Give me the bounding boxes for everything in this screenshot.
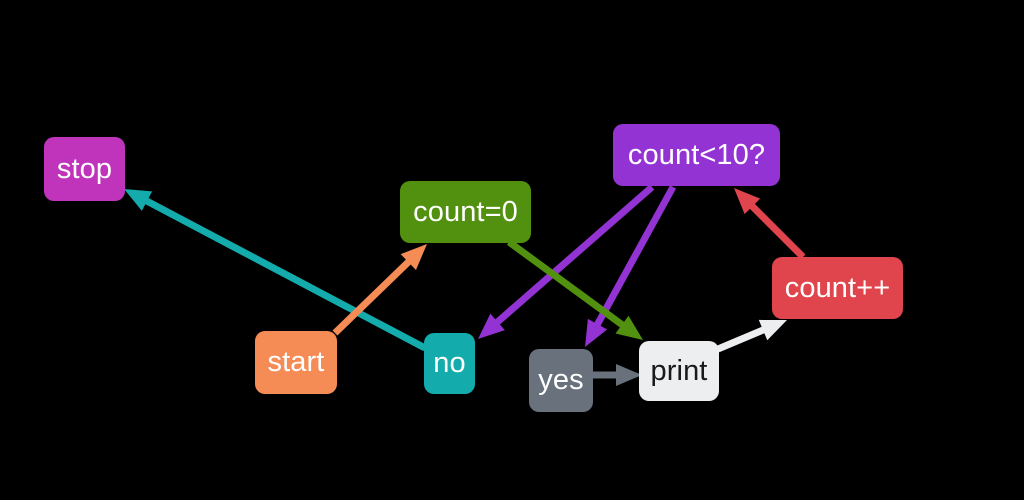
arrowhead-icon [585, 318, 608, 347]
arrowhead-icon [478, 313, 505, 339]
edge-print-to-countpp [716, 319, 787, 353]
edge-countlt10-to-no [478, 184, 655, 339]
node-countlt10[interactable]: count<10? [613, 124, 780, 186]
edge-shaft [140, 195, 427, 352]
node-print[interactable]: print [639, 341, 719, 401]
node-label: count<10? [627, 138, 766, 171]
arrowhead-icon [615, 315, 643, 340]
edge-count0-to-print [506, 239, 643, 340]
edge-no-to-stop [124, 189, 427, 352]
node-count0[interactable]: count=0 [400, 181, 531, 243]
edge-yes-to-print [592, 364, 642, 386]
node-label: yes [538, 364, 584, 396]
edge-shaft [745, 199, 806, 260]
node-label: print [650, 354, 708, 387]
node-label: count=0 [413, 195, 518, 228]
edge-start-to-count0 [332, 244, 427, 336]
edge-shaft [716, 324, 770, 353]
edge-countpp-to-countlt10 [734, 188, 806, 260]
arrowhead-icon [758, 319, 787, 341]
node-yes[interactable]: yes [529, 349, 593, 412]
arrowhead-icon [616, 364, 642, 386]
node-stop[interactable]: stop [44, 137, 125, 201]
edge-countlt10-to-yes [585, 185, 677, 347]
edge-shaft [332, 255, 416, 336]
node-label: stop [56, 152, 113, 185]
arrowhead-icon [124, 189, 153, 211]
node-countpp[interactable]: count++ [772, 257, 903, 319]
arrowhead-icon [734, 188, 761, 215]
edge-shaft [506, 239, 629, 332]
edge-shaft [490, 184, 655, 329]
node-label: no [433, 347, 466, 379]
edge-shaft [591, 185, 677, 332]
node-start[interactable]: start [255, 331, 337, 394]
arrowhead-icon [400, 244, 427, 270]
node-no[interactable]: no [424, 333, 475, 394]
node-label: start [267, 346, 325, 378]
node-label: count++ [784, 271, 891, 304]
